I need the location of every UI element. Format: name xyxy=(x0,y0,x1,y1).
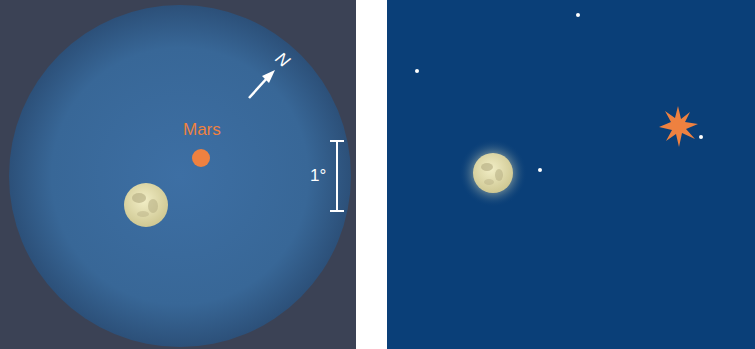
planet-label: Mars xyxy=(183,120,221,140)
star xyxy=(415,13,703,172)
moon-glow xyxy=(459,139,527,207)
scale-bar xyxy=(330,141,344,211)
moon xyxy=(124,183,168,227)
panel-ground xyxy=(0,0,356,349)
moon xyxy=(473,153,513,193)
mars-dot xyxy=(192,149,210,167)
panel-ground xyxy=(387,0,755,349)
north-arrow xyxy=(249,70,275,98)
mars-star xyxy=(659,106,698,147)
scale-label: 1° xyxy=(310,166,326,186)
telescope-field xyxy=(9,5,351,347)
